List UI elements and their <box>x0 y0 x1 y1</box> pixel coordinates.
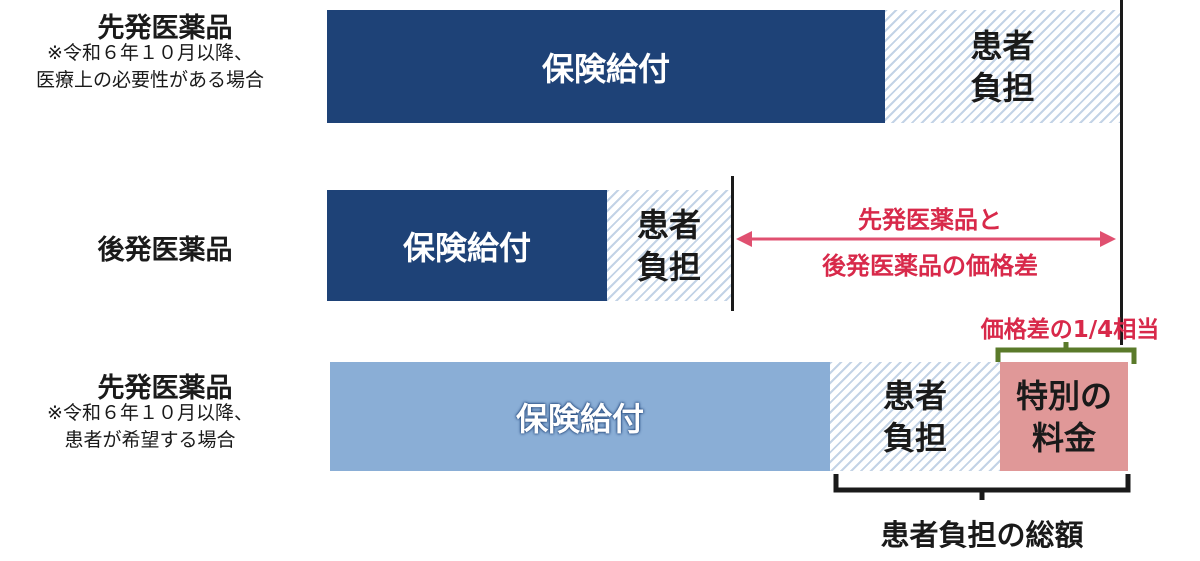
total-label: 患者負担の総額 <box>880 518 1084 552</box>
row2-patient-bar: 患者 負担 <box>607 190 731 301</box>
row1-insurance-label: 保険給付 <box>541 49 670 88</box>
row3-patient-bar: 患者 負担 <box>830 362 1000 471</box>
quarter-bracket <box>995 342 1137 364</box>
row1-patient-bar: 患者 負担 <box>885 10 1120 123</box>
row3-special-fee-bar: 特別の 料金 <box>1000 362 1128 471</box>
row2-title: 後発医薬品 <box>97 235 233 266</box>
row1-note-line1: ※令和６年１０月以降、 <box>47 42 253 64</box>
row2-patient-label: 患者 負担 <box>637 204 701 288</box>
row1-patient-label-line2: 負担 <box>970 68 1035 107</box>
row2-patient-label-line1: 患者 <box>636 205 701 244</box>
price-difference-label-line1: 先発医薬品と <box>858 206 1002 234</box>
row3-insurance-bar: 保険給付 <box>330 362 830 471</box>
row3-title: 先発医薬品 <box>97 373 233 404</box>
price-difference-label-line2: 後発医薬品の価格差 <box>822 252 1038 280</box>
row3-insurance-label: 保険給付 <box>515 399 644 438</box>
row3-special-fee-label: 特別の 料金 <box>1016 375 1112 459</box>
row2-insurance-label: 保険給付 <box>402 228 531 267</box>
row3-special-fee-label-line2: 料金 <box>1031 418 1096 457</box>
row3-note-line1: ※令和６年１０月以降、 <box>47 402 253 424</box>
row1-note: ※令和６年１０月以降、 医療上の必要性がある場合 <box>0 40 300 94</box>
row1-right-boundary-line <box>1120 0 1123 345</box>
row1-patient-label: 患者 負担 <box>970 25 1034 109</box>
row2-insurance-bar: 保険給付 <box>327 190 607 301</box>
row1-patient-label-line1: 患者 <box>970 26 1035 65</box>
row3-note: ※令和６年１０月以降、 患者が希望する場合 <box>0 400 300 454</box>
quarter-label: 価格差の1/4相当 <box>980 317 1160 343</box>
row3-patient-label-line1: 患者 <box>882 376 947 415</box>
row3-patient-label: 患者 負担 <box>883 375 947 459</box>
row2-right-boundary-line <box>731 176 734 311</box>
row1-note-line2: 医療上の必要性がある場合 <box>35 69 264 91</box>
row3-special-fee-label-line1: 特別の <box>1015 376 1112 415</box>
row1-title: 先発医薬品 <box>97 13 233 44</box>
row2-patient-label-line2: 負担 <box>636 247 701 286</box>
row3-patient-label-line2: 負担 <box>882 418 947 457</box>
row3-note-line2: 患者が希望する場合 <box>64 429 236 451</box>
row1-insurance-bar: 保険給付 <box>327 10 885 123</box>
total-bracket <box>833 474 1131 500</box>
price-difference-arrow <box>736 231 1116 247</box>
price-difference-label: 先発医薬品と 後発医薬品の価格差 <box>740 205 1120 281</box>
